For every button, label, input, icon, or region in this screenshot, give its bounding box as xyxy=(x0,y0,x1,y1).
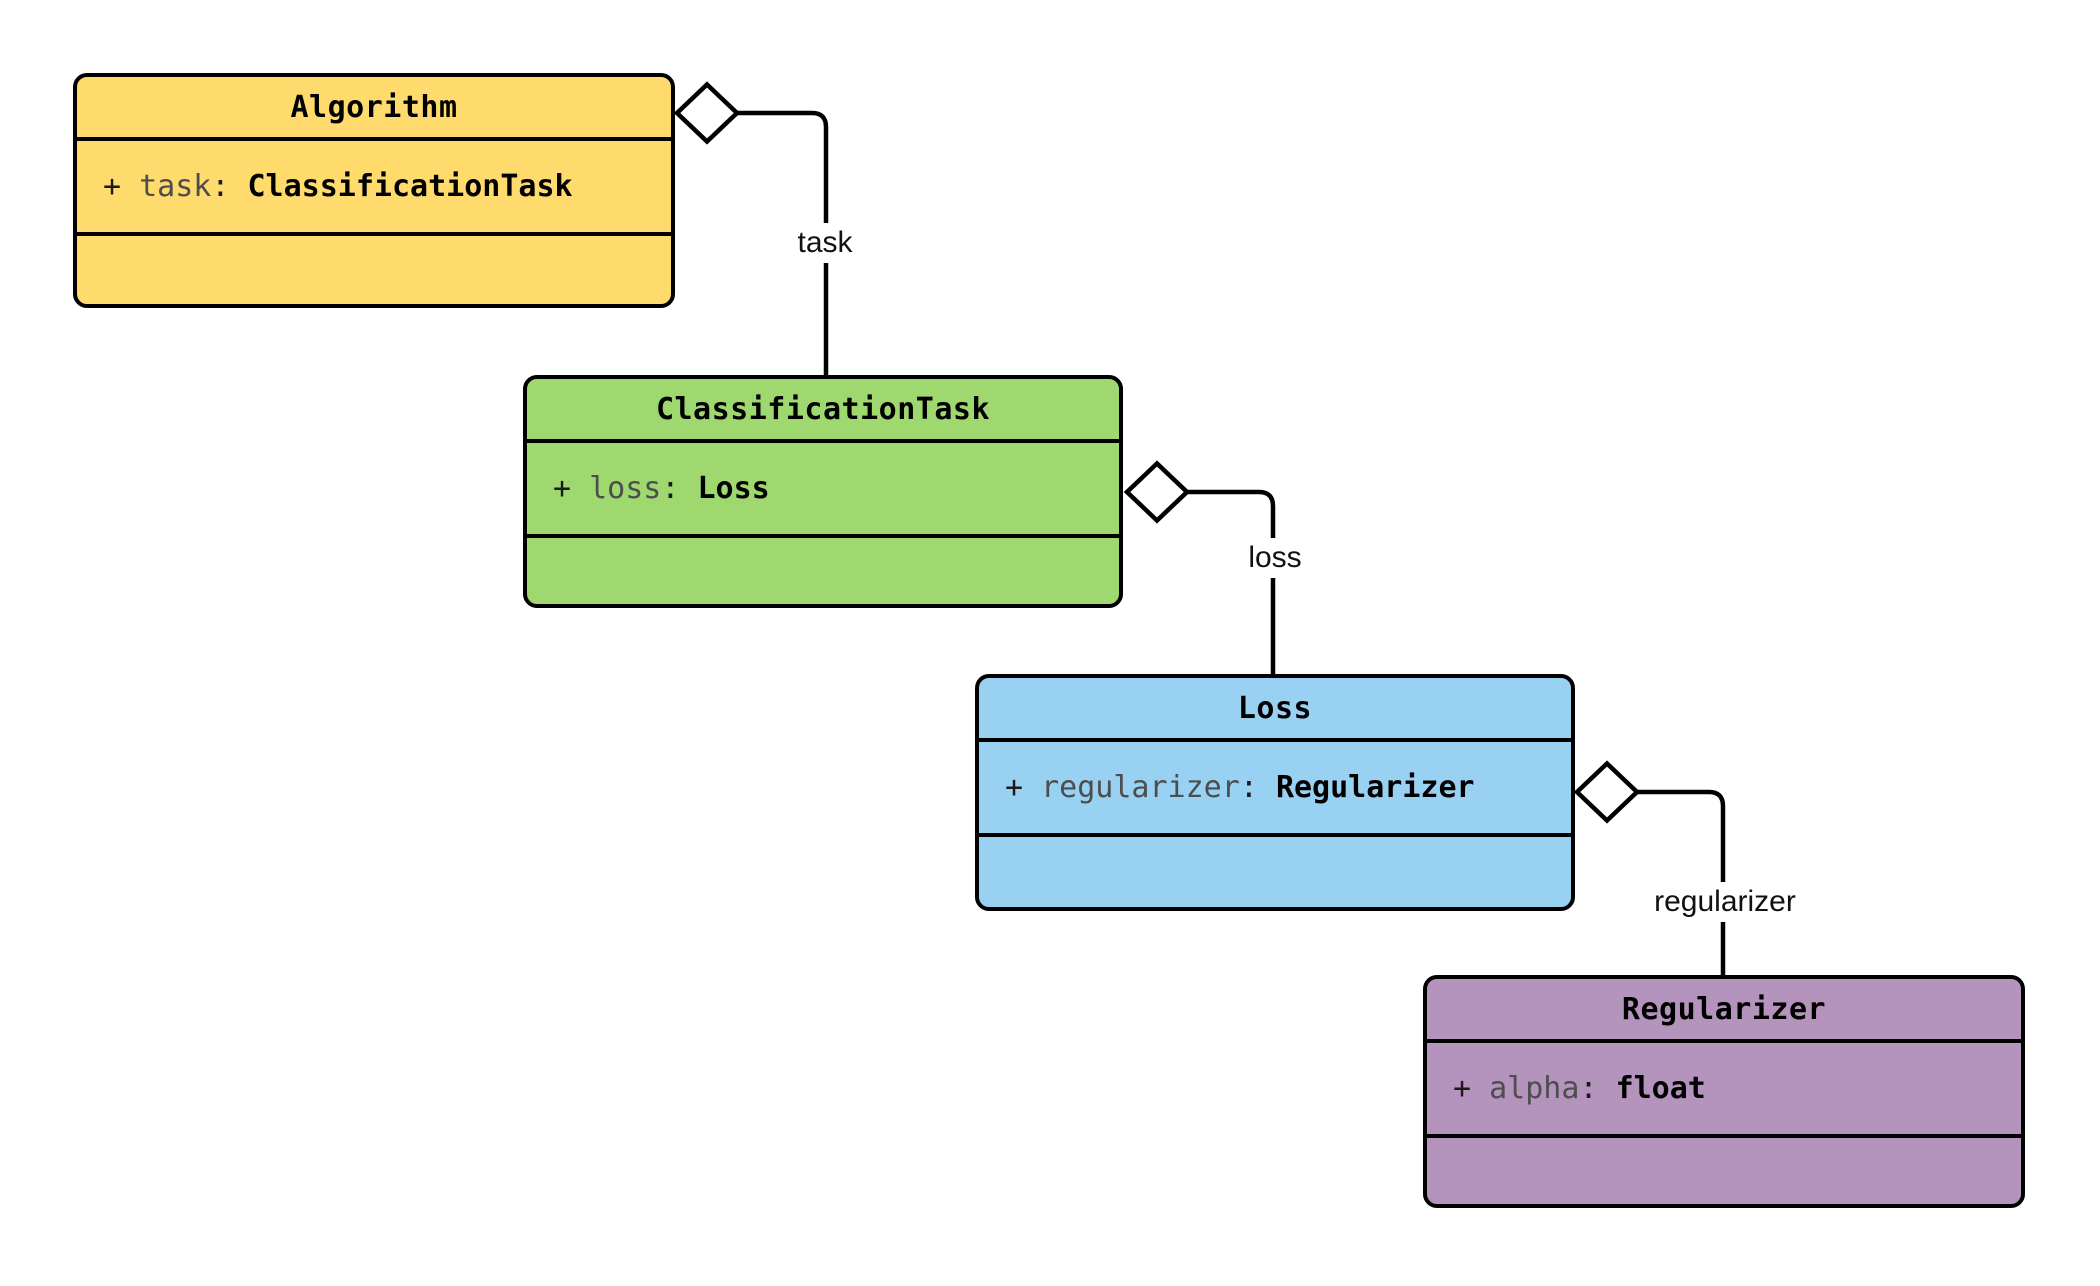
class-box-classificationtask[interactable]: ClassificationTask + loss: Loss xyxy=(523,375,1123,608)
attribute-name: task xyxy=(139,169,212,204)
attribute-type: float xyxy=(1615,1071,1706,1106)
class-methods-row-empty xyxy=(979,837,1571,907)
attribute-name: regularizer xyxy=(1041,770,1240,805)
attribute-type: Regularizer xyxy=(1275,770,1475,805)
attribute-visibility: + xyxy=(553,471,590,506)
attribute-separator: : xyxy=(211,169,248,204)
class-title-row: Regularizer xyxy=(1427,979,2021,1039)
class-title-row: Loss xyxy=(979,678,1571,738)
class-title-row: Algorithm xyxy=(77,77,671,137)
class-methods-row-empty xyxy=(77,236,671,304)
edge-task-line[interactable] xyxy=(737,110,829,375)
class-methods-row-empty xyxy=(1427,1138,2021,1204)
attribute-separator: : xyxy=(661,471,698,506)
class-box-algorithm[interactable]: Algorithm + task: ClassificationTask xyxy=(73,73,675,308)
attribute-type: ClassificationTask xyxy=(247,169,573,204)
attribute-visibility: + xyxy=(103,169,140,204)
class-attribute-row: + regularizer: Regularizer xyxy=(979,738,1571,837)
attribute-type: Loss xyxy=(697,471,770,506)
attribute-name: alpha xyxy=(1489,1071,1580,1106)
class-name: Loss xyxy=(1237,690,1313,726)
class-box-loss[interactable]: Loss + regularizer: Regularizer xyxy=(975,674,1575,911)
edge-label-loss[interactable]: loss xyxy=(1241,538,1309,578)
attribute-separator: : xyxy=(1239,770,1276,805)
aggregation-diamond-icon xyxy=(1123,460,1191,524)
class-attribute-row: + loss: Loss xyxy=(527,439,1119,538)
aggregation-diamond-icon xyxy=(673,81,741,145)
class-title-row: ClassificationTask xyxy=(527,379,1119,439)
class-methods-row-empty xyxy=(527,538,1119,604)
attribute-visibility: + xyxy=(1453,1071,1490,1106)
attribute-visibility: + xyxy=(1005,770,1042,805)
edge-regularizer-line[interactable] xyxy=(1637,789,1726,975)
class-attribute-row: + alpha: float xyxy=(1427,1039,2021,1138)
class-attribute-row: + task: ClassificationTask xyxy=(77,137,671,236)
class-box-regularizer[interactable]: Regularizer + alpha: float xyxy=(1423,975,2025,1208)
class-name: Regularizer xyxy=(1621,991,1827,1027)
attribute-separator: : xyxy=(1579,1071,1616,1106)
class-name: Algorithm xyxy=(290,89,458,125)
class-name: ClassificationTask xyxy=(655,391,991,427)
attribute-name: loss xyxy=(589,471,662,506)
edge-label-regularizer[interactable]: regularizer xyxy=(1647,882,1803,922)
edge-loss-line[interactable] xyxy=(1187,489,1276,674)
edge-label-task[interactable]: task xyxy=(790,223,860,263)
aggregation-diamond-icon xyxy=(1573,760,1641,824)
